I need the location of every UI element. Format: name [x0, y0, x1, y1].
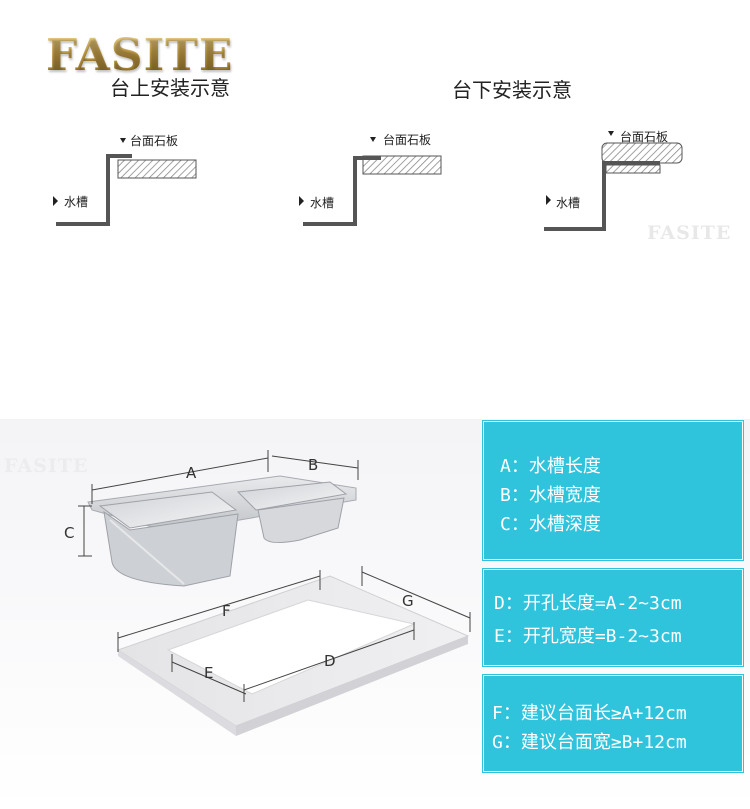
dim-label-d: D [324, 652, 336, 670]
dim-label-a: A [186, 464, 197, 482]
watermark: FASITE [647, 222, 732, 244]
countertop-label: 台面石板 [130, 134, 179, 148]
double-sink [87, 475, 357, 587]
legend-line: C：水槽深度 [500, 514, 601, 535]
dim-label-f: F [222, 602, 231, 620]
countertop-cutout [116, 575, 470, 736]
legend-line: F：建议台面长≥A+12cm [492, 703, 687, 724]
legend-box-countertop-size: F：建议台面长≥A+12cm G：建议台面宽≥B+12cm [483, 675, 743, 772]
above-counter-title: 台上安装示意 [110, 76, 230, 100]
legend-box-cutout-dimensions: D：开孔长度=A-2~3cm E：开孔宽度=B-2~3cm [483, 569, 743, 666]
above-counter-diagram [50, 128, 210, 238]
under-counter-recessed-section-drawing [544, 131, 683, 231]
above-counter-section-drawing [53, 138, 197, 226]
under-counter-recessed-diagram [540, 125, 700, 237]
dim-label-c: C [64, 524, 74, 542]
sink-profile [303, 156, 381, 226]
under-counter-section-drawing [299, 137, 442, 226]
countertop-slab [362, 155, 442, 175]
countertop-slab [117, 159, 197, 179]
dim-label-b: B [308, 456, 318, 474]
sink-dimension-svg: A B C D E F G [64, 450, 471, 736]
legend-line: E：开孔宽度=B-2~3cm [494, 626, 682, 647]
support-strip [605, 164, 661, 174]
legend-box-sink-dimensions: A：水槽长度 B：水槽宽度 C：水槽深度 [483, 421, 743, 560]
sink-profile [544, 161, 660, 231]
brand-logo: FASITE [46, 30, 234, 81]
legend-line: G：建议台面宽≥B+12cm [492, 732, 687, 753]
legend-line: D：开孔长度=A-2~3cm [494, 593, 682, 614]
under-counter-title: 台下安装示意 [452, 78, 572, 102]
countertop-label: 台面石板 [383, 133, 432, 147]
dim-label-g: G [402, 592, 414, 610]
sink-dimension-drawing: A B C D E F G [0, 440, 475, 740]
sink-label: 水槽 [310, 196, 335, 210]
countertop-slab [601, 142, 683, 164]
sink-label: 水槽 [556, 196, 581, 210]
dim-label-e: E [204, 664, 213, 682]
sink-profile [56, 154, 132, 226]
under-counter-diagram [295, 128, 455, 238]
legend-line: A：水槽长度 [500, 456, 601, 477]
countertop-label: 台面石板 [620, 130, 669, 144]
legend-line: B：水槽宽度 [500, 485, 601, 506]
sink-label: 水槽 [64, 195, 89, 209]
dimension-lines [78, 450, 471, 702]
watermark: FASITE [4, 455, 89, 477]
